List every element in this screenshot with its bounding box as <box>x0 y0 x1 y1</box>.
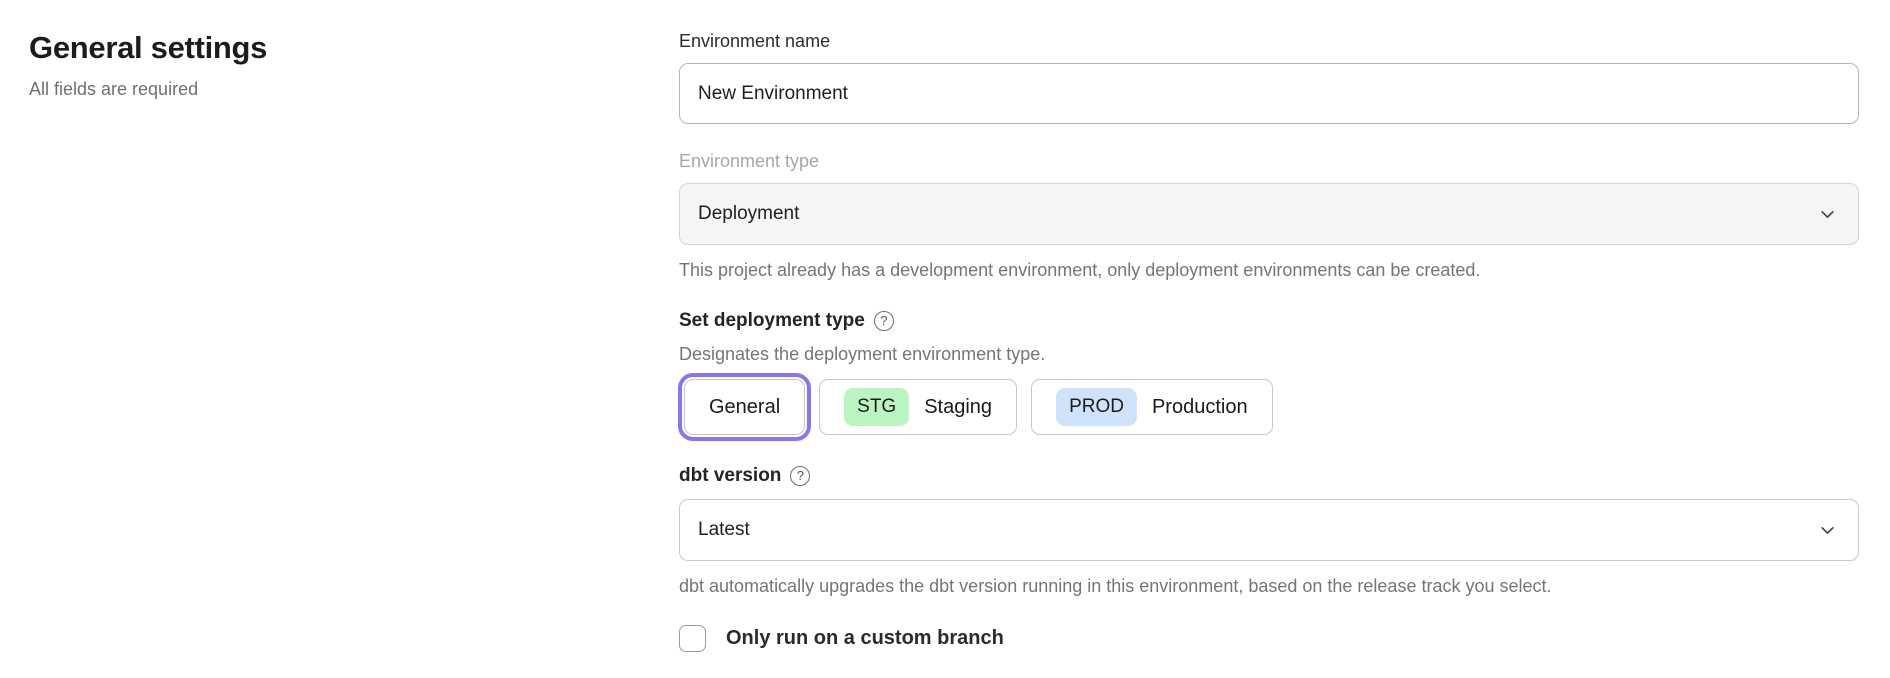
environment-type-help-text: This project already has a development e… <box>679 260 1481 280</box>
page-title: General settings <box>29 30 268 65</box>
settings-header: General settings All fields are required <box>29 30 589 100</box>
dbt-version-help-text: dbt automatically upgrades the dbt versi… <box>679 576 1552 596</box>
environment-type-label: Environment type <box>679 151 820 171</box>
dbt-version-select[interactable]: Latest <box>679 499 1859 561</box>
dbt-version-heading: dbt version ? <box>679 464 1859 488</box>
environment-name-input[interactable] <box>679 63 1859 124</box>
deployment-type-description: Designates the deployment environment ty… <box>679 344 1046 364</box>
chevron-down-icon <box>1819 522 1836 539</box>
page-subtitle: All fields are required <box>29 79 199 99</box>
deployment-type-staging-button[interactable]: STG Staging <box>819 379 1018 435</box>
prod-badge: PROD <box>1056 388 1137 426</box>
chevron-down-icon <box>1819 206 1836 223</box>
deployment-type-general-label: General <box>709 395 781 418</box>
environment-type-select: Deployment <box>679 183 1859 245</box>
environment-name-label: Environment name <box>679 31 831 51</box>
custom-branch-row: Only run on a custom branch <box>679 625 1859 652</box>
deployment-type-heading-label: Set deployment type <box>679 310 865 331</box>
environment-form: Environment name Environment type Deploy… <box>677 30 1859 652</box>
custom-branch-checkbox[interactable] <box>679 625 706 652</box>
stg-badge: STG <box>844 388 910 426</box>
help-question-icon[interactable]: ? <box>873 311 894 331</box>
deployment-type-production-label: Production <box>1151 395 1248 418</box>
deployment-type-general-button[interactable]: General <box>677 373 812 441</box>
deployment-type-heading: Set deployment type ? <box>679 309 1859 333</box>
deployment-type-production-button[interactable]: PROD Production <box>1031 379 1273 435</box>
custom-branch-label: Only run on a custom branch <box>726 627 1004 649</box>
environment-type-value: Deployment <box>698 203 800 224</box>
deployment-type-options: General STG Staging PROD Production <box>677 373 1859 441</box>
dbt-version-value: Latest <box>698 519 750 540</box>
dbt-version-heading-label: dbt version <box>679 465 782 486</box>
help-question-icon[interactable]: ? <box>790 466 811 486</box>
deployment-type-staging-label: Staging <box>924 395 993 418</box>
